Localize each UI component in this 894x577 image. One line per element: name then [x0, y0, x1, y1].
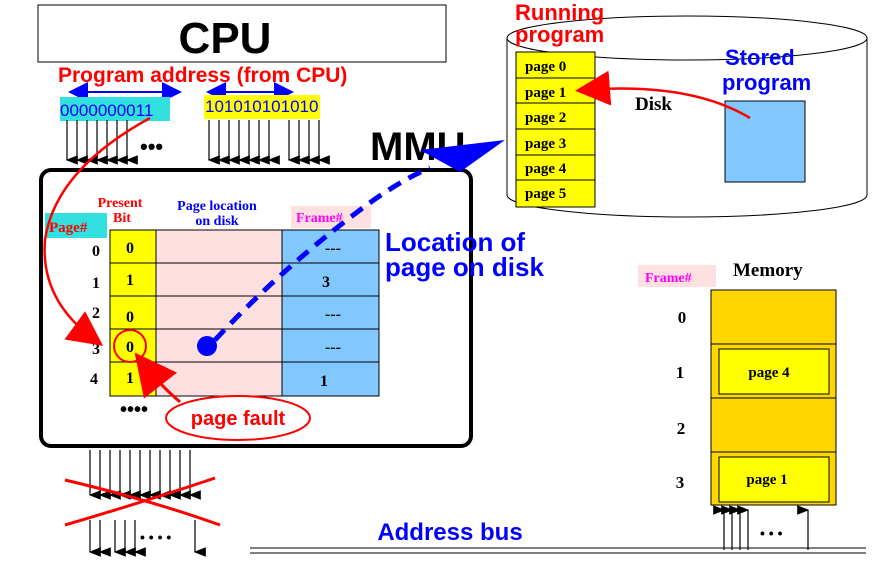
page-header: Page#	[49, 220, 88, 236]
bus-dots: • • • •	[140, 529, 171, 545]
disk-page: page 4	[525, 161, 567, 177]
frame-number: 3	[322, 274, 330, 291]
table-row: 3 0 ---	[92, 339, 341, 358]
page-bits-highlight	[60, 97, 170, 121]
disk-page: page 3	[525, 136, 566, 152]
memory-frame-number: 0	[678, 308, 687, 327]
more-rows-dots: ••••	[120, 399, 148, 421]
page-fault-highlight	[113, 329, 147, 363]
location-label-1: Location of	[385, 227, 525, 257]
frame-header-bg	[291, 206, 371, 228]
present-bit: 0	[126, 309, 134, 326]
disk-label: Disk	[635, 94, 672, 115]
cpu-box: CPU	[37, 4, 447, 63]
page-fault-label: page fault	[191, 408, 286, 430]
frame-number: 1	[320, 373, 328, 390]
present-header-1: Present	[98, 196, 143, 211]
location-column	[155, 229, 283, 397]
running-program-label-1: Running	[515, 0, 604, 25]
page-number: 3	[92, 341, 100, 358]
frame-header: Frame#	[296, 211, 343, 226]
frame-number: ---	[325, 240, 341, 257]
table-row: 4 1 1	[90, 370, 328, 390]
table-row: 0 0 ---	[92, 240, 341, 260]
present-bit: 0	[126, 240, 134, 257]
memory-frame-header: Frame#	[645, 271, 692, 286]
page-header-bg	[45, 213, 107, 238]
page-bits: 0000000011	[60, 101, 153, 120]
page-bits-more-dots: •••	[140, 134, 163, 159]
memory-frame-number: 3	[676, 473, 685, 492]
present-bit: 1	[126, 272, 134, 289]
location-header-1: Page location	[177, 199, 257, 214]
address-input-arrows	[65, 120, 330, 165]
page-number: 2	[92, 305, 100, 322]
disk-location-arrowhead	[420, 140, 505, 172]
disk-location-dashed-line	[213, 165, 431, 342]
stored-program-block	[724, 100, 806, 183]
address-bus-label: Address bus	[377, 519, 522, 546]
memory-page: page 1	[746, 472, 787, 488]
memory-page: page 4	[748, 365, 790, 381]
table-row: 1 1 3	[92, 272, 330, 292]
page-number: 4	[90, 371, 98, 388]
memory-bus-dots: • • •	[760, 525, 783, 541]
memory-frame-number: 1	[676, 363, 685, 382]
location-header-2: on disk	[195, 214, 238, 229]
mmu-output-arrows	[88, 450, 206, 557]
memory-bus-arrows	[713, 505, 810, 550]
memory-block	[710, 289, 837, 506]
location-label-2: page on disk	[385, 252, 544, 282]
page-fault-callout	[165, 395, 311, 441]
present-header-2: Bit	[113, 211, 131, 226]
cpu-label: CPU	[179, 14, 272, 63]
page-number: 1	[92, 275, 100, 292]
program-address-title: Program address (from CPU)	[58, 64, 347, 87]
disk-page: page 0	[525, 59, 566, 75]
offset-bits-highlight	[204, 95, 320, 119]
page-number-index-arrow	[43, 116, 151, 346]
frame-number: ---	[325, 339, 341, 356]
disk-page: page 2	[525, 110, 566, 126]
disk-page: page 1	[525, 85, 566, 101]
memory-frame-header-bg	[638, 265, 716, 287]
running-program-label-2: program	[515, 22, 604, 47]
stored-program-label-2: program	[722, 70, 811, 95]
blocked-translation-cross	[64, 476, 221, 527]
disk-location-dot	[197, 336, 217, 356]
stored-program-label-1: Stored	[725, 45, 795, 70]
frame-number: ---	[325, 306, 341, 323]
present-bit: 0	[126, 339, 134, 356]
present-bit: 1	[126, 370, 134, 387]
running-program-pages: page 0 page 1 page 2 page 3 page 4 page …	[515, 51, 596, 208]
offset-bits: 101010101010	[205, 97, 318, 116]
memory-label: Memory	[733, 260, 803, 281]
page-fault-arrow	[134, 352, 181, 404]
disk-page: page 5	[525, 186, 566, 202]
load-program-arrow	[575, 70, 751, 120]
memory-frame-number: 2	[677, 419, 686, 438]
page-number: 0	[92, 243, 100, 260]
